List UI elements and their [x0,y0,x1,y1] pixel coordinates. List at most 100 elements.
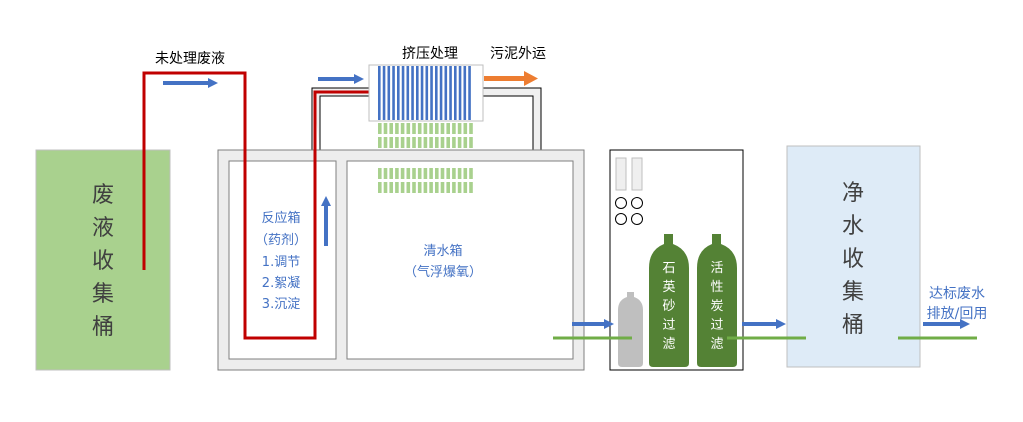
sludge-bar [435,137,439,148]
knob-icon [615,197,627,209]
waste-bucket-char: 废 [92,183,114,208]
sludge-bar [440,123,445,134]
sludge-bar [412,137,416,148]
sludge-bar [423,182,428,193]
sludge-bar [378,168,382,179]
filter-press [368,64,484,122]
quartz-filter-char: 砂 [662,299,675,314]
quartz-sand-filter [649,234,689,367]
press-plate-stripe [411,66,414,120]
activated-carbon-filter [697,234,737,367]
press-plate-stripe [444,66,448,120]
sludge-bar [452,182,456,193]
sludge-bar [412,168,416,179]
sludge-bar [463,137,468,148]
sludge-bar [406,137,411,148]
press-plate-stripe [420,66,424,120]
reaction-line-5: 3.沉淀 [262,297,300,312]
sludge-bar [463,123,468,134]
sludge-bar [429,137,433,148]
sludge-bar [440,182,445,193]
sludge-bar [457,182,462,193]
discharge-label-line-1: 达标废水 [929,286,985,302]
waste-bucket-char: 集 [92,282,114,307]
untreated-label: 未处理废液 [155,51,225,67]
sludge-bar [395,182,399,193]
sludge-bar [406,168,411,179]
carbon-filter-char: 滤 [710,337,723,352]
sludge-bar [457,137,462,148]
untreated-pipe [142,71,370,340]
reaction-line-1: 反应箱 [261,210,300,226]
sludge-bar [446,182,450,193]
clean-bucket-char: 收 [842,247,864,272]
treatment-tank [217,149,585,371]
sludge-bar [389,137,393,148]
press-plate-stripe [430,66,433,120]
sludge-bar [400,168,405,179]
sludge-bar [452,123,456,134]
sludge-bar [400,137,405,148]
carbon-filter-char: 性 [710,280,723,295]
press-plate-stripe [463,66,467,120]
sludge-bar [435,182,439,193]
sludge-bar [417,168,422,179]
sludge-bar [378,123,382,134]
sludge-bar [389,182,393,193]
quartz-filter-char: 英 [662,280,675,295]
sludge-bar [395,123,399,134]
sludge-bar [417,123,422,134]
sludge-bar [423,137,428,148]
discharge-label-line-2: 排放/回用 [927,306,988,322]
sludge-bar [469,137,473,148]
sludge-bar [400,182,405,193]
sludge-bar [469,182,473,193]
press-plate-stripe [406,66,410,120]
sludge-bar [389,168,393,179]
sludge-bar [429,182,433,193]
panel-slot-1 [615,157,627,191]
sludge-bar [463,168,468,179]
quartz-filter-char: 石 [662,261,675,276]
sludge-bar [446,137,450,148]
sludge-bar [395,137,399,148]
sludge-bar [423,168,428,179]
waste-bucket-char: 收 [92,249,114,274]
press-plate-stripe [387,66,391,120]
sludge-bar [429,168,433,179]
waste-bucket-char: 液 [92,216,114,241]
knob-icon [631,213,643,225]
clear-water-tank [346,160,574,360]
press-plate-stripe [401,66,405,120]
grey-cylinder [618,292,643,367]
clean-bucket-char: 水 [842,214,864,239]
press-plate-stripe [416,66,419,120]
clear-line-2: （气浮爆氧） [404,264,482,280]
press-plate-stripe [468,66,471,120]
sludge-bars-top [378,123,473,148]
sludge-bar [469,168,473,179]
sludge-bar [412,123,416,134]
sludge-bar [378,182,382,193]
panel-slot-2 [631,157,643,191]
sludge-bar [469,123,473,134]
press-plate-stripe [435,66,438,120]
sludge-bar [378,137,382,148]
sludge-bars-tank [378,168,473,193]
sludge-bar [383,123,388,134]
sludge-bar [406,182,411,193]
sludge-bar [435,123,439,134]
sludge-bar [463,182,468,193]
sludge-bar [457,168,462,179]
press-plate-stripe [392,66,395,120]
clear-tank-label: 清水箱 （气浮爆氧） [404,243,482,280]
press-plate-stripe [382,66,386,120]
knob-icon [615,213,627,225]
waste-bucket-char: 桶 [92,315,114,340]
sludge-bar [452,137,456,148]
sludge-bar [383,137,388,148]
carbon-filter-char: 活 [710,261,723,276]
